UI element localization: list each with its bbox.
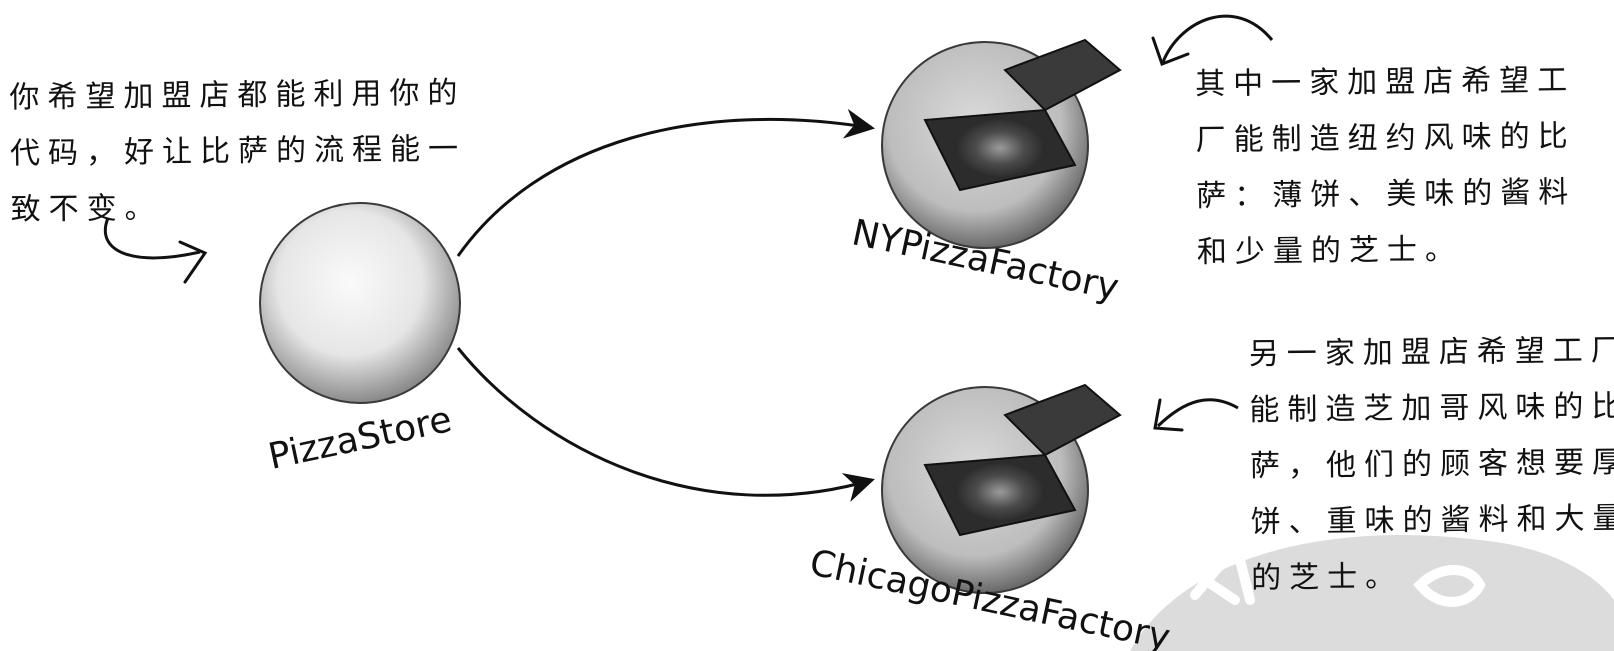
note-bottom-right-line: 饼、重味的酱料和大量 bbox=[1250, 501, 1614, 540]
pizza-store-ball-icon bbox=[259, 202, 461, 404]
note-bottom-right: 另一家加盟店希望工厂 能制造芝加哥风味的比 萨，他们的顾客想要厚 饼、重味的酱料… bbox=[1249, 323, 1614, 607]
note-bottom-right-line: 萨，他们的顾客想要厚 bbox=[1249, 445, 1614, 484]
note-left-line: 致不变。 bbox=[10, 190, 163, 228]
note-top-right-line: 厂能制造纽约风味的比 bbox=[1195, 119, 1576, 158]
pizza-store-label: PizzaStore bbox=[265, 399, 455, 478]
left-note-pointer-arrowhead bbox=[178, 240, 208, 284]
note-top-right-line: 其中一家加盟店希望工 bbox=[1194, 63, 1576, 102]
ny-pizza-factory-node: NYPizzaFactory bbox=[848, 38, 1122, 309]
bottom-note-pointer-arrow bbox=[1156, 398, 1239, 428]
note-top-right: 其中一家加盟店希望工 厂能制造纽约风味的比 萨：薄饼、美味的酱料 和少量的芝士。 bbox=[1195, 53, 1577, 281]
watermark bbox=[1130, 534, 1614, 651]
pizza-store-node: PizzaStore bbox=[259, 202, 461, 478]
arrow-to-chicago-factory bbox=[456, 347, 875, 502]
note-bottom-right-line: 另一家加盟店希望工厂 bbox=[1248, 333, 1614, 372]
arrow-to-ny-factory bbox=[456, 108, 875, 257]
note-bottom-right-line: 的芝士。 bbox=[1250, 559, 1404, 596]
note-left-line: 代码，好让比萨的流程能一 bbox=[9, 131, 467, 172]
note-top-right-line: 和少量的芝士。 bbox=[1196, 232, 1464, 270]
top-note-pointer-arrow bbox=[1161, 14, 1274, 63]
chicago-pizza-box-icon bbox=[923, 383, 1122, 537]
note-top-right-line: 萨：薄饼、美味的酱料 bbox=[1196, 175, 1577, 214]
note-left: 你希望加盟店都能利用你的 代码，好让比萨的流程能一 致不变。 bbox=[9, 66, 467, 239]
chicago-pizza-factory-node: ChicagoPizzaFactory bbox=[806, 383, 1174, 651]
top-note-pointer-arrowhead bbox=[1151, 36, 1190, 66]
note-left-line: 你希望加盟店都能利用你的 bbox=[9, 75, 466, 116]
ny-pizza-box-icon bbox=[923, 38, 1122, 192]
note-bottom-right-line: 能制造芝加哥风味的比 bbox=[1249, 389, 1614, 428]
left-note-pointer-arrow bbox=[103, 217, 201, 260]
bottom-note-pointer-arrowhead bbox=[1153, 398, 1184, 432]
